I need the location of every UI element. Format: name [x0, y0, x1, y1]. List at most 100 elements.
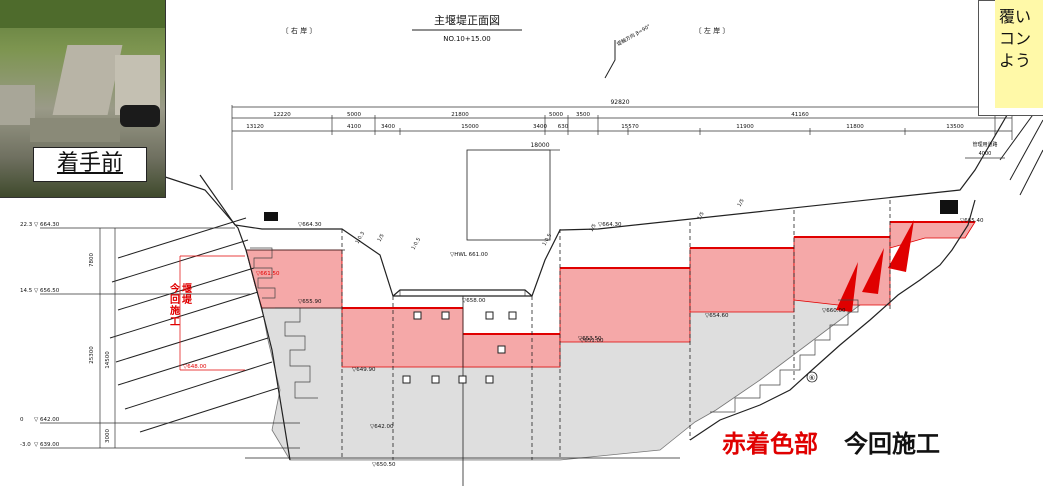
- right-bank-label: 〔 右 岸 〕: [282, 26, 317, 35]
- level-elevation: ▽ 664.30: [34, 222, 60, 228]
- elevation-label: ▽HWL 661.00: [450, 252, 488, 258]
- legend: 赤着色部今回施工: [722, 424, 940, 459]
- right-road-block: [940, 200, 958, 214]
- right-slope: [689, 199, 976, 441]
- north-label: 堤軸方向 β=90°: [616, 23, 653, 48]
- road-label: 管理用道路: [972, 141, 997, 148]
- red-block-center-right: [559, 267, 691, 343]
- rock-hatching-right: [999, 104, 1043, 196]
- dimension-lines: [40, 105, 1013, 449]
- red-block-left: [245, 249, 343, 309]
- elevation-label: ▽654.60: [705, 313, 729, 319]
- red-block-right: [689, 247, 795, 313]
- circle-marker: [806, 371, 818, 383]
- drawing-title: 主堰堤正面図: [434, 14, 500, 27]
- vertical-dim-label: 3000: [105, 429, 111, 443]
- left-bank-label: 〔 左 岸 〕: [695, 26, 730, 35]
- red-wedge-3: [888, 220, 914, 272]
- note-text: 覆い コン よう: [995, 0, 1043, 108]
- red-wedge-1: [836, 262, 858, 312]
- level-elevation: ▽ 642.00: [34, 417, 60, 423]
- slope-label: 1/5: [589, 223, 598, 233]
- north-arrow: [604, 40, 616, 79]
- slope-label: 1/5: [697, 211, 706, 221]
- level-elevation: ▽ 656.50: [34, 288, 60, 294]
- vertical-dim-label: 7800: [89, 253, 95, 267]
- current-work-label-char: 工: [170, 317, 180, 328]
- slope-label: 1/5: [377, 233, 386, 243]
- spillway-notch: [392, 289, 533, 297]
- dim-row-2-label: 3400: [381, 124, 395, 130]
- elevation-label: ▽648.00: [183, 364, 207, 370]
- elevation-label: ▽664.30: [598, 222, 622, 228]
- road-width: 4000: [979, 151, 992, 157]
- vertical-dims: 7800 25300 14500 3000: [89, 253, 111, 443]
- elevation-label: ▽642.00: [370, 424, 394, 430]
- legend-red-label: 赤着色部: [722, 430, 818, 458]
- interior-outlines: [245, 149, 891, 486]
- dim-row-1-label: 3500: [576, 112, 590, 118]
- dim-row-2-label: 3400: [533, 124, 547, 130]
- left-road-block: [264, 212, 278, 221]
- dim-row-1-label: 12220: [273, 112, 291, 118]
- current-work-label-char: 施: [170, 304, 180, 317]
- dim-row-2-label: 630: [558, 124, 569, 130]
- dim-row-2-label: 4100: [347, 124, 361, 130]
- level-key: 22.3: [20, 222, 33, 228]
- elevation-label: ▽658.00: [462, 298, 486, 304]
- drawing-subtitle: NO.10+15.00: [443, 35, 491, 43]
- elevation-label: ▽660.00: [822, 308, 846, 314]
- slope-labels: 1:0.3 1:0.5 1:0.5 1/5 1/5 1/5 1/5: [355, 198, 746, 251]
- vertical-dim-label: 14500: [105, 351, 111, 369]
- level-key: 14.5: [20, 288, 33, 294]
- elevation-label: ▽650.50: [372, 462, 396, 468]
- elevation-label: ▽664.30: [298, 222, 322, 228]
- dim-row-2-label: 13500: [946, 124, 964, 130]
- stepped-faces: [250, 247, 859, 413]
- dim-row-2-label: 15570: [621, 124, 639, 130]
- dim-row-1-label: 5000: [549, 112, 563, 118]
- elevation-label: ▽651.00: [580, 338, 604, 344]
- red-block-center: [462, 333, 561, 368]
- dim-inner: 18000: [530, 142, 549, 149]
- legend-black-label: 今回施工: [844, 430, 940, 458]
- dim-row-1: 122205000218005000350041160340: [273, 112, 1009, 118]
- dim-total: 92820: [610, 99, 629, 106]
- dim-row-2: 13120 4100 3400 15000 3400 630 15570 11900 11800…: [246, 124, 964, 130]
- current-work-label-char: 堤: [182, 293, 193, 306]
- dim-row-2-label: 11800: [846, 124, 864, 130]
- circle-mark: ⑥: [809, 374, 815, 382]
- vertical-dim-label: 25300: [89, 346, 95, 364]
- current-work-label-char: 今: [169, 282, 181, 295]
- slope-label: 1:0.3: [355, 231, 367, 245]
- slope-label: 1:0.5: [411, 237, 423, 251]
- left-levels: 22.3▽ 664.30 14.5▽ 656.50 0 ▽ 642.00 -3.0▽ 6…: [20, 222, 60, 448]
- slope-label: 1/5: [737, 198, 746, 208]
- level-key: -3.0: [20, 442, 31, 448]
- level-key: 0: [20, 417, 24, 423]
- dim-row-1-label: 5000: [347, 112, 361, 118]
- slope-label: 1:0.5: [542, 233, 554, 247]
- elevation-labels: ▽664.30 ▽664.30 ▽661.50 ▽655.90 ▽649.90 ▽648.…: [183, 218, 984, 468]
- current-work-label-char: 回: [170, 294, 180, 306]
- drain-holes: [402, 311, 517, 384]
- elevation-label: ▽649.90: [352, 367, 376, 373]
- elevation-label: ▽665.40: [960, 218, 984, 224]
- elevation-label: ▽661.50: [256, 271, 280, 277]
- dim-row-1-label: 21800: [451, 112, 469, 118]
- dim-row-2-label: 13120: [246, 124, 264, 130]
- elevation-label: ▽653.50: [578, 336, 602, 342]
- current-work-label: 今回施工 堰堤: [169, 282, 193, 328]
- level-elevation: ▽ 639.00: [34, 442, 60, 448]
- dim-row-2-label: 11900: [736, 124, 754, 130]
- red-crest-lines: [342, 221, 975, 335]
- photo-caption: 着手前: [33, 147, 147, 182]
- elevation-label: ▽655.90: [298, 299, 322, 305]
- ground-profile: [199, 99, 1043, 297]
- dim-row-2-label: 15000: [461, 124, 479, 130]
- red-wedge-2: [862, 248, 884, 294]
- current-work-label-char: 堰: [182, 282, 192, 295]
- dim-row-1-label: 41160: [791, 112, 809, 118]
